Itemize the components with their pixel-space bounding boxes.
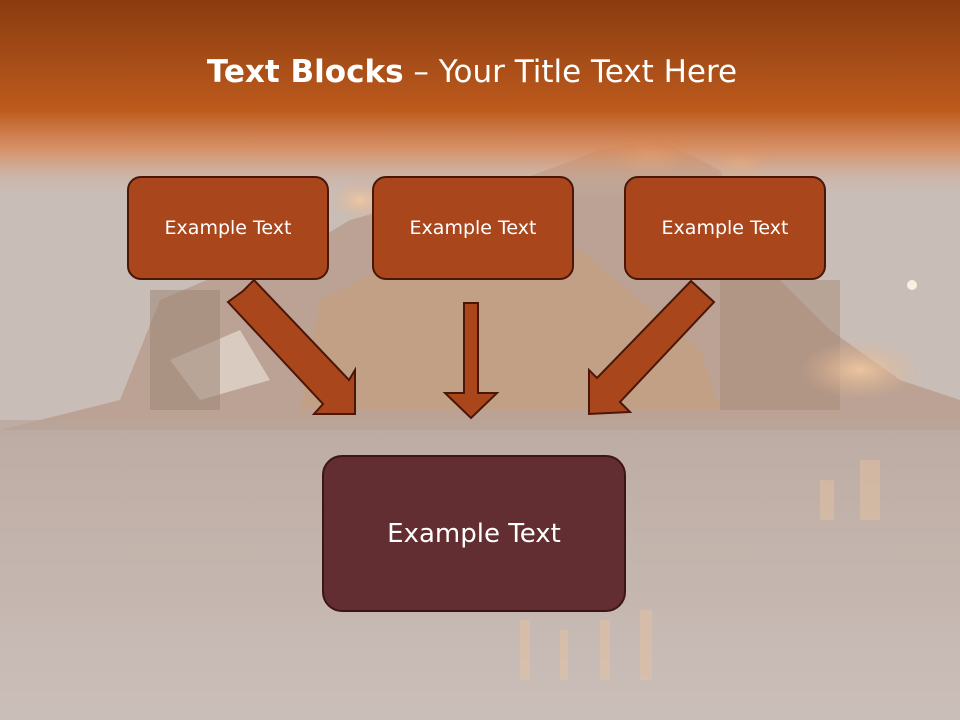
example-text-block-3: Example Text: [624, 176, 826, 280]
target-block-label: Example Text: [387, 518, 561, 549]
title-bold: Text Blocks: [206, 54, 404, 90]
block-3-label: Example Text: [661, 217, 789, 239]
arrow-left: [226, 278, 356, 415]
example-text-block-1: Example Text: [127, 176, 329, 280]
arrow-right: [588, 279, 716, 416]
slide-title: Text Blocks – Your Title Text Here: [0, 54, 944, 90]
example-text-block-2: Example Text: [372, 176, 574, 280]
block-1-label: Example Text: [164, 217, 292, 239]
target-text-block: Example Text: [322, 455, 626, 612]
title-rest: – Your Title Text Here: [413, 54, 738, 90]
block-2-label: Example Text: [409, 217, 537, 239]
arrow-middle: [442, 302, 500, 420]
